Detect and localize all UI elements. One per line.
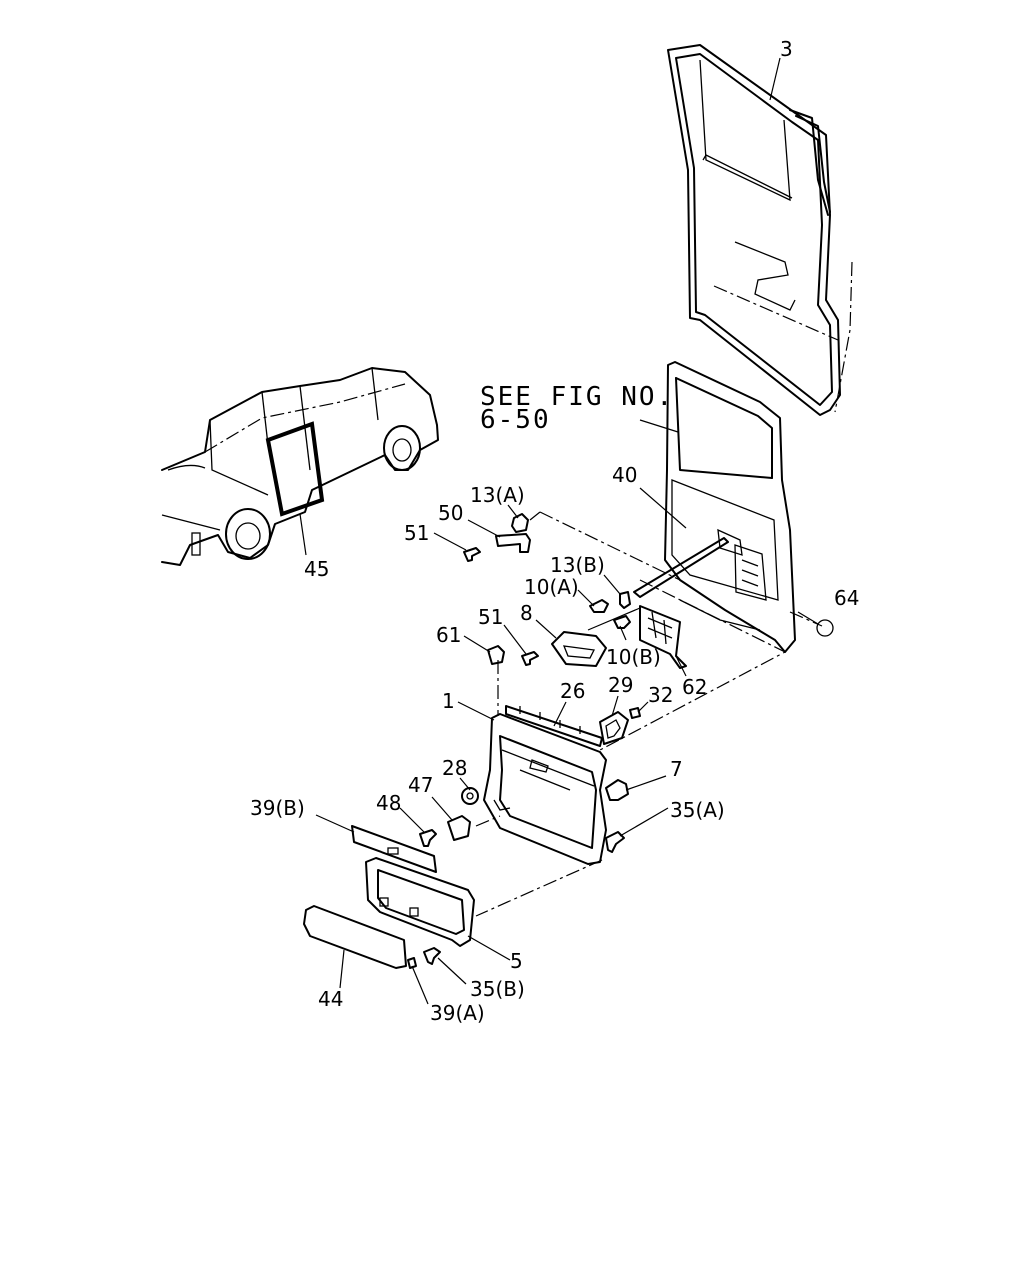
part-50-pull-handle	[495, 533, 531, 553]
label-part-51-top: 51	[404, 521, 429, 545]
label-part-13a: 13(A)	[470, 483, 525, 507]
part-35a-screw	[605, 831, 625, 853]
see-fig-line1: SEE FIG NO.	[480, 382, 674, 412]
label-part-47: 47	[408, 773, 433, 797]
part-47-clip	[447, 815, 471, 841]
label-part-40: 40	[612, 463, 637, 487]
part-13a-clip	[511, 513, 529, 533]
door-frame-weatherstrip	[667, 44, 853, 416]
label-part-39a: 39(A)	[430, 1001, 485, 1025]
label-part-51-mid: 51	[478, 605, 503, 629]
label-part-35b: 35(B)	[470, 977, 525, 1001]
part-62-latch	[639, 605, 687, 669]
part-35b-screw	[423, 947, 441, 965]
see-fig-line2: 6-50	[480, 405, 551, 435]
part-1-trim-panel	[483, 713, 607, 865]
label-part-50: 50	[438, 501, 463, 525]
part-28-nut-icon	[461, 787, 479, 805]
label-part-1: 1	[442, 689, 455, 713]
vehicle-illustration	[161, 367, 439, 566]
part-13b-clip	[619, 591, 631, 609]
label-part-29: 29	[608, 673, 633, 697]
label-part-26: 26	[560, 679, 585, 703]
label-part-13b: 13(B)	[550, 553, 605, 577]
part-51-screw-mid	[521, 651, 539, 666]
part-5-pocket	[365, 857, 475, 947]
part-39a-clip	[407, 957, 417, 969]
part-10b-fastener	[613, 615, 631, 629]
part-39b-plate	[351, 825, 437, 873]
leader-lines	[299, 57, 819, 1005]
label-part-28: 28	[442, 756, 467, 780]
label-part-32: 32	[648, 683, 673, 707]
part-8-handle-bezel	[551, 631, 607, 667]
part-29-switch-bezel	[599, 711, 629, 745]
part-61-clip	[487, 645, 505, 665]
label-part-44: 44	[318, 987, 343, 1011]
label-part-62: 62	[682, 675, 707, 699]
label-part-39b: 39(B)	[250, 796, 305, 820]
label-part-45: 45	[304, 557, 329, 581]
label-part-61: 61	[436, 623, 461, 647]
label-part-35a: 35(A)	[670, 798, 725, 822]
part-26-strip	[505, 705, 603, 747]
door-lock-rod	[633, 537, 729, 598]
part-64-circle-icon	[816, 619, 834, 637]
label-part-48: 48	[376, 791, 401, 815]
label-part-64: 64	[834, 586, 859, 610]
label-part-10b: 10(B)	[606, 645, 661, 669]
label-part-7: 7	[670, 757, 683, 781]
part-32-plug	[629, 707, 641, 719]
part-51-screw-top	[463, 547, 481, 562]
part-44-cover	[303, 905, 407, 969]
part-48-screw	[419, 829, 437, 847]
door-inner-panel	[664, 361, 796, 653]
label-part-5: 5	[510, 949, 523, 973]
label-part-8: 8	[520, 601, 533, 625]
part-7-grommet	[605, 779, 629, 801]
label-part-10a: 10(A)	[524, 575, 579, 599]
part-10a-fastener	[589, 599, 609, 613]
label-part-3: 3	[780, 37, 793, 61]
